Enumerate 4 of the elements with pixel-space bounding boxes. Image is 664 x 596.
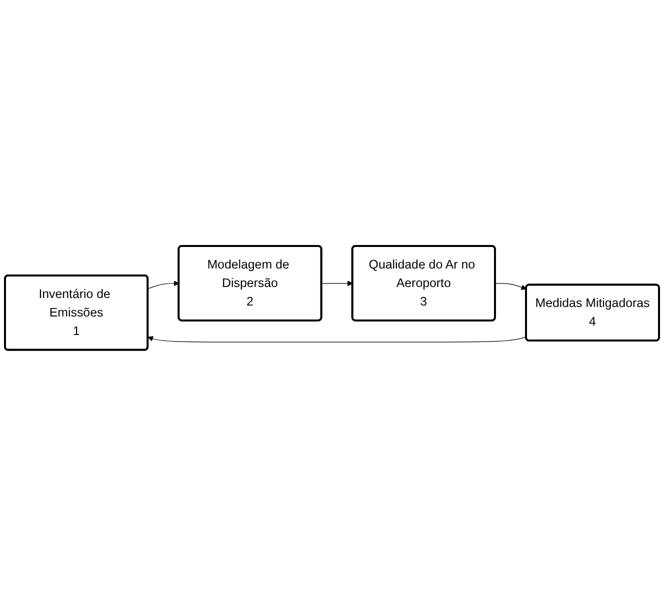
arrow bbox=[494, 283, 527, 290]
arrow bbox=[148, 280, 180, 290]
arrow bbox=[321, 280, 353, 286]
arrow bbox=[148, 336, 527, 342]
